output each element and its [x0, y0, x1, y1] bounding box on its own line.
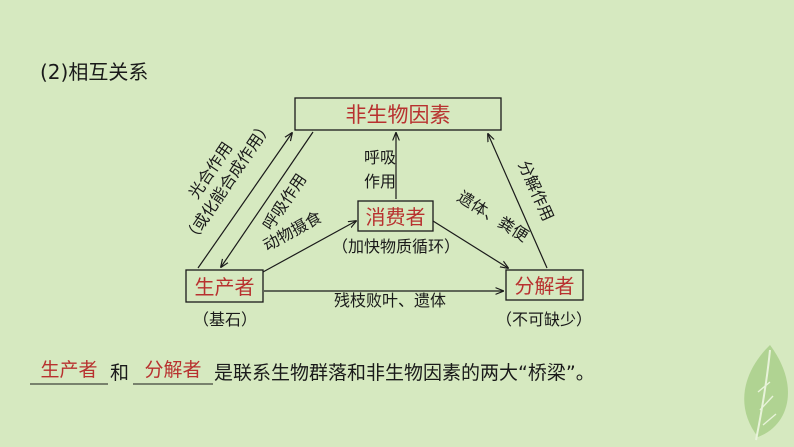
photosynthesis-label: 光合作用 （或化能合成作用） — [180, 117, 276, 247]
consumer-respiration-label: 呼吸 作用 — [364, 148, 396, 191]
consumer-note: （加快物质循环） — [332, 237, 460, 256]
abiotic-node-label: 非生物因素 — [346, 103, 451, 127]
producer-node-box — [185, 269, 264, 303]
producer-respiration-arrow — [221, 131, 314, 267]
decomposer-node-label: 分解者 — [515, 274, 575, 298]
answer-blank-1: 生产者 — [40, 359, 97, 381]
leaf-icon — [744, 345, 788, 441]
conclusion-connector: 和 — [110, 362, 129, 384]
svg-text:呼吸: 呼吸 — [364, 148, 396, 167]
photosynthesis-arrow — [197, 133, 292, 269]
decomposer-note: （不可缺少） — [496, 310, 592, 329]
decomposition-label: 分解作用 — [514, 158, 557, 224]
remains-label: 遗体、粪便 — [454, 187, 532, 246]
consumer-node-box — [357, 200, 434, 232]
conclusion-text: 是联系生物群落和非生物因素的两大“桥梁”。 — [214, 362, 595, 384]
decomposer-node-box — [505, 269, 584, 301]
producer-note: （基石） — [193, 310, 257, 329]
svg-text:遗体、粪便: 遗体、粪便 — [454, 187, 532, 246]
svg-text:分解作用: 分解作用 — [514, 158, 557, 224]
feeding-arrow — [262, 221, 356, 273]
consumer-node-label: 消费者 — [366, 205, 426, 229]
section-heading: (2)相互关系 — [40, 60, 148, 84]
svg-text:作用: 作用 — [364, 172, 396, 191]
answer-blank-2: 分解者 — [144, 359, 201, 381]
decomposition-arrow — [488, 134, 548, 269]
remains-arrow — [432, 220, 508, 268]
producer-node-label: 生产者 — [195, 275, 255, 299]
abiotic-node-box — [294, 97, 502, 131]
litter-label: 残枝败叶、遗体 — [334, 291, 446, 310]
